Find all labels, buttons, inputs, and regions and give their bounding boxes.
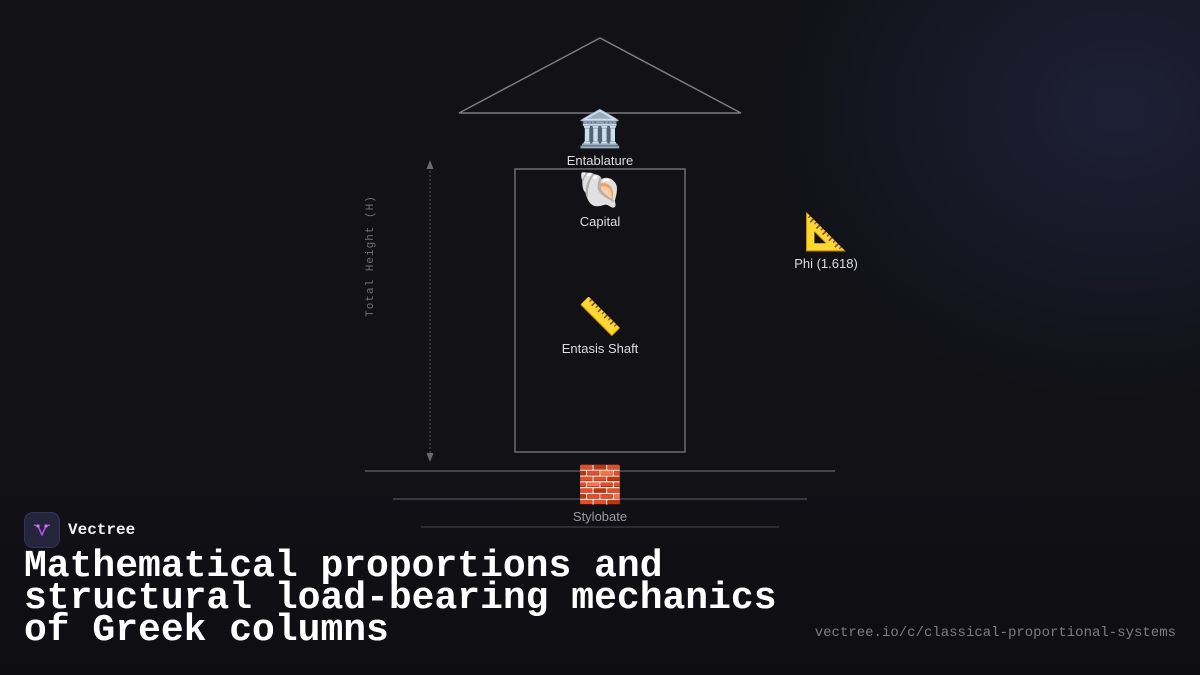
phi-label: Phi (1.618): [794, 256, 858, 271]
source-url[interactable]: vectree.io/c/classical-proportional-syst…: [814, 625, 1176, 641]
stylobate-node: 🧱 Stylobate: [572, 464, 628, 525]
height-arrow-top: [426, 160, 434, 169]
page-title: Mathematical proportions and structural …: [24, 545, 777, 652]
entasis-shaft-node: 📏 Entasis Shaft: [561, 296, 639, 357]
brand-name: Vectree: [68, 521, 136, 539]
spiral-shell-icon: 🐚: [577, 169, 623, 210]
entasis-shaft-label: Entasis Shaft: [561, 341, 639, 356]
entablature-label: Entablature: [566, 153, 634, 168]
capital-node: 🐚 Capital: [577, 169, 623, 230]
classical-building-icon: 🏛️: [577, 108, 623, 149]
straight-ruler-icon: 📏: [577, 296, 623, 337]
vectree-logo-icon: [24, 512, 60, 548]
pediment-triangle: [458, 37, 742, 114]
phi-node: 📐 Phi (1.618): [794, 211, 858, 272]
capital-label: Capital: [579, 214, 621, 229]
brand: Vectree: [24, 512, 135, 548]
brick-icon: 🧱: [577, 464, 623, 505]
stylobate-label: Stylobate: [572, 509, 628, 524]
column-outline: [514, 168, 686, 453]
entablature-node: 🏛️ Entablature: [566, 108, 634, 169]
height-arrow-bottom: [426, 453, 434, 462]
total-height-label: Total Height (H): [365, 195, 377, 317]
triangular-ruler-icon: 📐: [803, 211, 849, 252]
